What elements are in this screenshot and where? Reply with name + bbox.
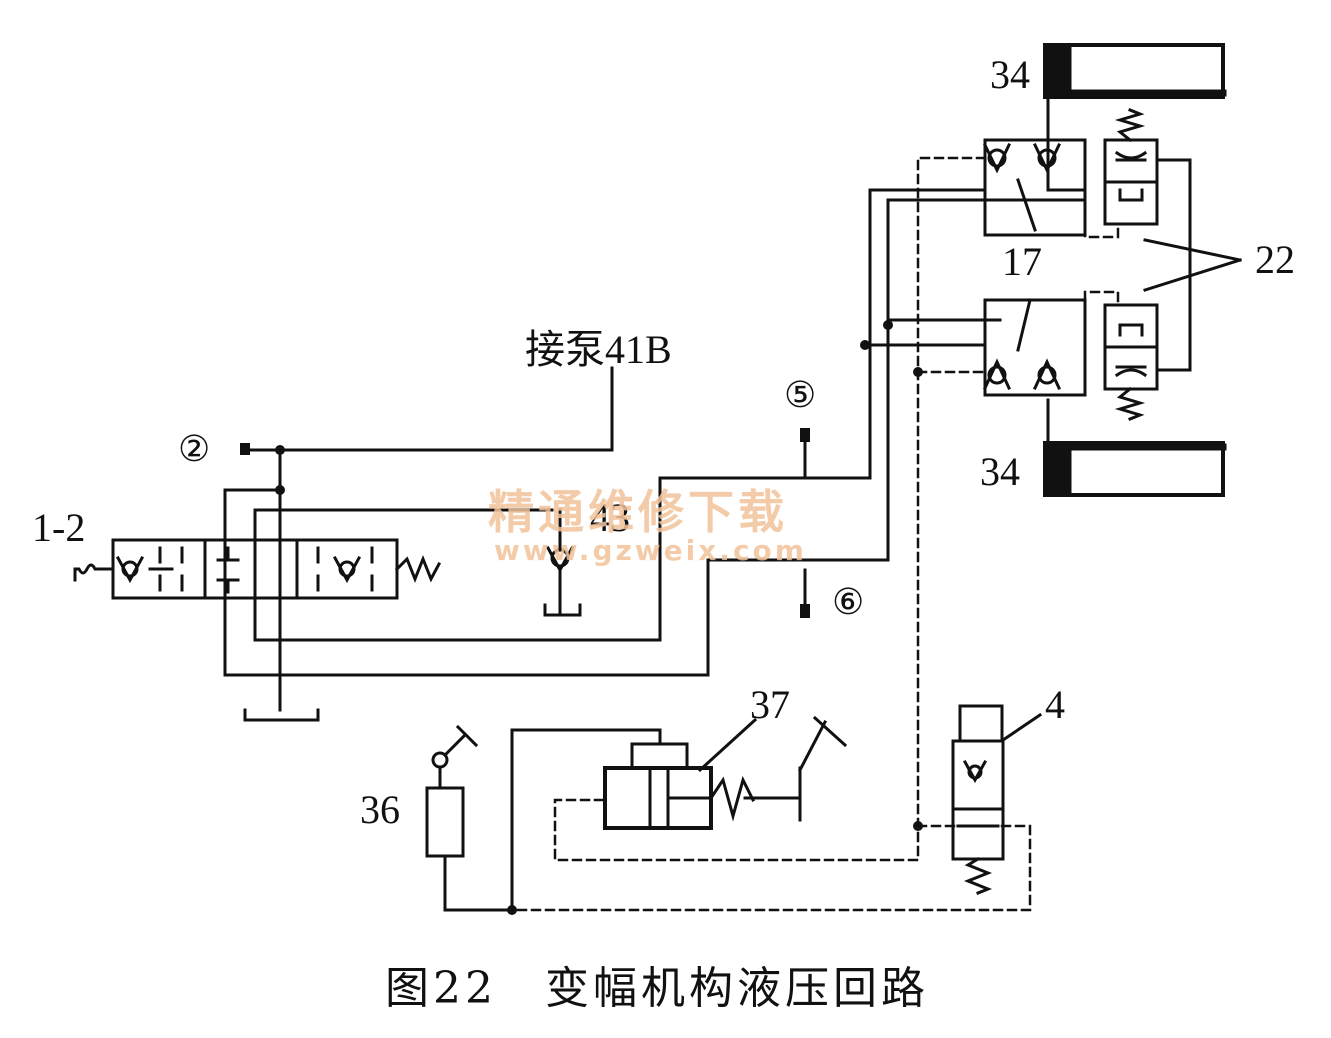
hydraulic-lock-bottom xyxy=(223,298,1087,677)
cylinder-top xyxy=(1043,43,1227,142)
directional-valve-1-2 xyxy=(73,538,442,600)
watermark-url: www.gzweix.com xyxy=(494,534,807,567)
cylinder-bottom xyxy=(1043,398,1227,497)
watermark-title: 精通维修下载 xyxy=(488,485,788,539)
brake-valve-37 xyxy=(510,715,848,912)
solenoid-valve-4 xyxy=(951,704,1043,895)
port-2-label: ② xyxy=(178,429,211,470)
figure-caption: 图22 变幅机构液压回路 xyxy=(385,963,929,1014)
pump-label: 接泵41B xyxy=(525,327,672,372)
cylinder-bottom-label: 34 xyxy=(980,449,1020,494)
valve-37-label: 37 xyxy=(750,682,790,727)
port-5-label: ⑤ xyxy=(784,375,817,416)
junction-dots xyxy=(240,320,923,915)
hydraulic-lock-top xyxy=(868,138,1087,477)
valve-1-2-label: 1-2 xyxy=(32,505,86,550)
cylinder-top-label: 34 xyxy=(990,52,1030,97)
port-6-label: ⑥ xyxy=(832,582,865,623)
valve-22-top xyxy=(1103,108,1192,372)
component-36-label: 36 xyxy=(360,787,400,832)
valve-4-label: 4 xyxy=(1045,682,1065,727)
lock-17-label: 17 xyxy=(1002,239,1042,284)
valve-22-bottom xyxy=(1103,303,1159,421)
check-valve-43 xyxy=(543,508,582,617)
valve-22-label: 22 xyxy=(1255,237,1295,282)
component-36 xyxy=(425,724,514,912)
check-43-label: 43 xyxy=(590,495,630,540)
